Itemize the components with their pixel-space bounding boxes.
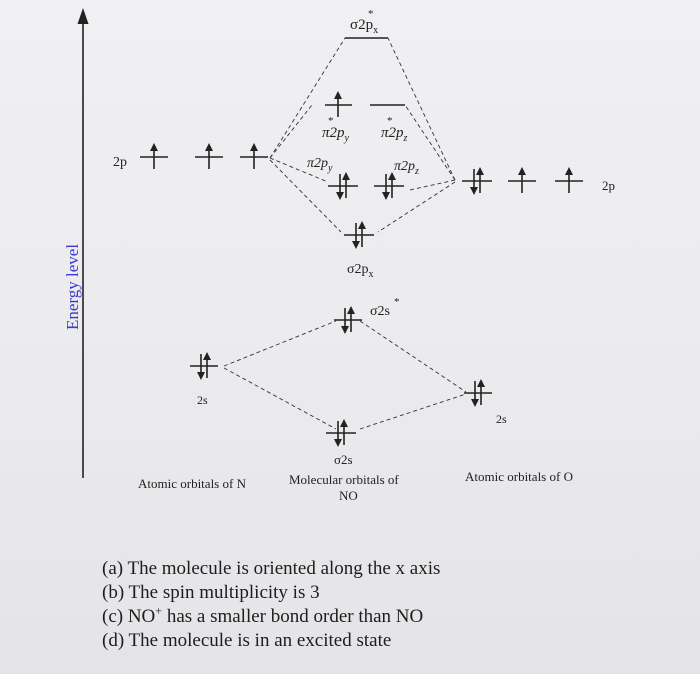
pi2py-down-arrow (336, 174, 344, 200)
option-b: (b) The spin multiplicity is 3 (102, 582, 320, 603)
o-2p-1-down-arrow (470, 169, 478, 195)
electron-arrows (150, 91, 573, 447)
mo-column-caption-line1: Molecular orbitals of (289, 472, 399, 487)
n-2p-1-up-arrow (150, 143, 158, 169)
option-d: (d) The molecule is in an excited state (102, 630, 392, 651)
pi2py-up-arrow (342, 172, 350, 198)
o-column-caption: Atomic orbitals of O (465, 469, 573, 484)
pi2pz-star-mark: * (387, 115, 393, 127)
o-2p-3-up-arrow (565, 167, 573, 193)
o-2p-label: 2p (602, 178, 615, 193)
pi2pz-star-label: π2pz (381, 125, 408, 144)
option-a: (a) The molecule is oriented along the x… (102, 558, 441, 579)
n-2p-2-up-arrow (205, 143, 213, 169)
sigma2s-star-label: σ2s (370, 304, 390, 319)
pi2py-star-up-arrow (334, 91, 342, 117)
correlation-lines (223, 37, 467, 430)
sigma2s-down-arrow (334, 421, 342, 447)
o-2s-up-arrow (477, 379, 485, 405)
pi2py-label: π2py (307, 156, 333, 174)
o-2p-1-up-arrow (476, 167, 484, 193)
sigma2px-label: σ2px (347, 262, 374, 280)
pi2pz-down-arrow (382, 174, 390, 200)
sigma2s-star-down-arrow (341, 308, 349, 334)
pi2pz-label: π2pz (394, 159, 419, 177)
o-2s-label: 2s (496, 412, 507, 426)
n-2s-down-arrow (197, 354, 205, 380)
option-c: (c) NO+ has a smaller bond order than NO (102, 603, 424, 627)
sigma2s-label: σ2s (334, 452, 353, 467)
pi2py-star-mark: * (328, 115, 334, 127)
energy-axis-arrowhead (77, 8, 89, 24)
n-2p-3-up-arrow (250, 143, 258, 169)
energy-axis-label: Energy level (63, 244, 82, 330)
o-2s-down-arrow (471, 381, 479, 407)
sigma2px-up-arrow (358, 221, 366, 247)
pi2pz-up-arrow (388, 172, 396, 198)
sigma2s-star-mark: * (394, 296, 400, 308)
n-2p-label: 2p (113, 155, 127, 170)
answer-options: (a) The molecule is oriented along the x… (102, 557, 662, 653)
n-2s-up-arrow (203, 352, 211, 378)
o-2p-2-up-arrow (518, 167, 526, 193)
mo-column-caption-line2: NO (339, 488, 358, 503)
sigma2px-down-arrow (352, 223, 360, 249)
sigma2s-up-arrow (340, 419, 348, 445)
sigma2px-star-mark: * (368, 8, 374, 20)
n-2s-label: 2s (197, 393, 208, 407)
sigma2s-star-up-arrow (347, 306, 355, 332)
n-column-caption: Atomic orbitals of N (138, 476, 247, 491)
sigma2px-star-label: σ2px (350, 17, 378, 36)
mo-labels: σ2px * π2py * π2pz * π2py π2pz σ2px σ2s … (307, 8, 419, 467)
pi2py-star-label: π2py (322, 125, 350, 144)
